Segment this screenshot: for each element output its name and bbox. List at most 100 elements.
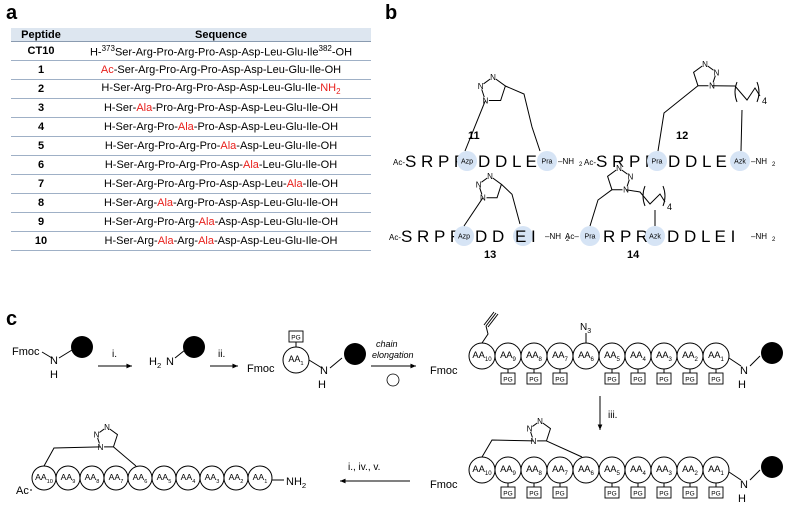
nitrogen-atom: N xyxy=(537,417,543,426)
pg-label: PG xyxy=(503,491,512,498)
sequence-part: 382 xyxy=(318,43,332,53)
sequence-part: 2 xyxy=(336,87,341,97)
bond-alkyne-chain xyxy=(481,325,489,344)
sequence-part: -Asp-Leu-Glu-Ile-OH xyxy=(236,140,338,152)
sequence-part: -Ile-OH xyxy=(302,178,339,190)
sequence-part: -Asp-Asp-Leu-Glu-Ile-OH xyxy=(214,216,339,228)
hydrogen-atom: H xyxy=(738,379,746,391)
pg-label: PG xyxy=(711,491,720,498)
pg-box xyxy=(604,486,620,499)
azp-highlight xyxy=(454,226,474,246)
nitrogen-atom: N xyxy=(740,479,748,491)
pg-label: PG xyxy=(633,491,642,498)
resin-bead xyxy=(761,342,783,364)
bracket-left xyxy=(734,81,738,103)
peptide-sequence: H-Ser-Arg-Pro-Arg-Pro-Asp-Asp-Leu-Ala-Il… xyxy=(71,174,371,194)
bond-pra xyxy=(589,189,613,227)
residue-label: AA10 xyxy=(472,350,492,363)
residue-label: AA3 xyxy=(656,350,672,363)
sequence-part: Ala xyxy=(220,140,237,152)
arrow-head xyxy=(410,363,416,369)
sequence-part: -OH xyxy=(331,46,353,59)
panel-label-b: b xyxy=(385,2,398,24)
header-peptide: Peptide xyxy=(11,28,71,42)
residue-label: AA5 xyxy=(157,472,172,485)
bond-line xyxy=(43,446,101,467)
step-label-i: i. xyxy=(112,349,117,360)
pg-label: PG xyxy=(659,377,668,384)
peptide-id: 3 xyxy=(11,98,71,118)
step-label-iii: iii. xyxy=(608,410,617,421)
pg-label: PG xyxy=(711,377,720,384)
suffix-nh2: –NH xyxy=(545,232,561,241)
pg-box xyxy=(682,486,698,499)
sequence-part: H-Ser-Arg- xyxy=(104,235,158,247)
suffix-subscript: 2 xyxy=(772,237,776,243)
atom-mask xyxy=(103,423,111,431)
residue-label: AA2 xyxy=(229,472,244,485)
sequence-part: -Arg- xyxy=(173,235,199,247)
peptide-sequence: H-373Ser-Arg-Pro-Arg-Pro-Asp-Asp-Leu-Glu… xyxy=(71,41,371,61)
modified-residue-label: Azp xyxy=(458,234,470,241)
panel-label-a: a xyxy=(6,2,18,24)
suffix-subscript: 2 xyxy=(566,237,570,243)
pg-label: PG xyxy=(607,491,616,498)
fmoc-label: Fmoc xyxy=(430,479,458,491)
residue-label: AA8 xyxy=(526,350,542,363)
peptide-id: CT10 xyxy=(11,41,71,61)
bond-line xyxy=(481,439,534,458)
residue-label: AA1 xyxy=(253,472,268,485)
pg-label: PG xyxy=(555,377,564,384)
residue-label: AA10 xyxy=(472,464,492,477)
sequence-part: -Ser-Arg-Pro-Arg-Pro-Asp-Asp-Leu-Glu-Ile… xyxy=(113,64,342,76)
compound-number-11: 11 xyxy=(468,130,480,142)
pg-box xyxy=(630,486,646,499)
pg-label: PG xyxy=(503,377,512,384)
nitrogen-atom: N xyxy=(320,365,328,377)
amine-label: H2 xyxy=(149,356,161,370)
suffix-subscript: 2 xyxy=(772,162,776,168)
sequence-letters: D D L E xyxy=(478,152,537,171)
pg-label: PG xyxy=(529,491,538,498)
pg-box xyxy=(526,486,542,499)
pg-label: PG xyxy=(291,335,300,342)
nitrogen-atom: N xyxy=(714,68,720,77)
step-label-elongation: elongation xyxy=(372,350,414,360)
pg-label: PG xyxy=(633,377,642,384)
fmoc-label: Fmoc xyxy=(247,363,275,375)
residue-circle xyxy=(247,465,273,491)
pg-box xyxy=(604,372,620,385)
sequence-part: NH xyxy=(320,81,337,94)
chain-count: 4 xyxy=(667,202,672,212)
pg-box xyxy=(552,486,568,499)
nitrogen-atom: N xyxy=(487,172,493,181)
modified-residue-label: Pra xyxy=(585,234,596,241)
sequence-letters: E I xyxy=(515,227,536,246)
sequence-part: H-Ser-Arg-Pro-Arg-Pro-Asp- xyxy=(104,159,243,171)
prefix-ac: Ac- xyxy=(393,158,405,167)
sequence-letters: D D L E xyxy=(668,152,727,171)
residue-label: AA8 xyxy=(526,464,542,477)
residue-label: AA7 xyxy=(552,464,568,477)
bond-line xyxy=(113,446,137,467)
sequence-part: H-Ser-Arg-Pro-Arg- xyxy=(103,216,199,228)
bracket-right xyxy=(756,81,760,103)
sequence-part: -Arg-Pro-Asp-Asp-Leu-Glu-Ile-OH xyxy=(173,197,339,209)
fmoc-label: Fmoc xyxy=(430,365,458,377)
atom-mask xyxy=(474,180,483,188)
bond-line xyxy=(174,349,186,359)
bond-line xyxy=(58,349,73,359)
sequence-part: Ala xyxy=(157,235,174,247)
prefix-ac: Ac- xyxy=(389,233,401,242)
sequence-letters: S R P R xyxy=(405,152,466,171)
nitrogen-atom: N xyxy=(94,431,100,440)
hydrogen-atom: H xyxy=(738,493,746,505)
modified-residue-label: Azk xyxy=(734,159,746,166)
